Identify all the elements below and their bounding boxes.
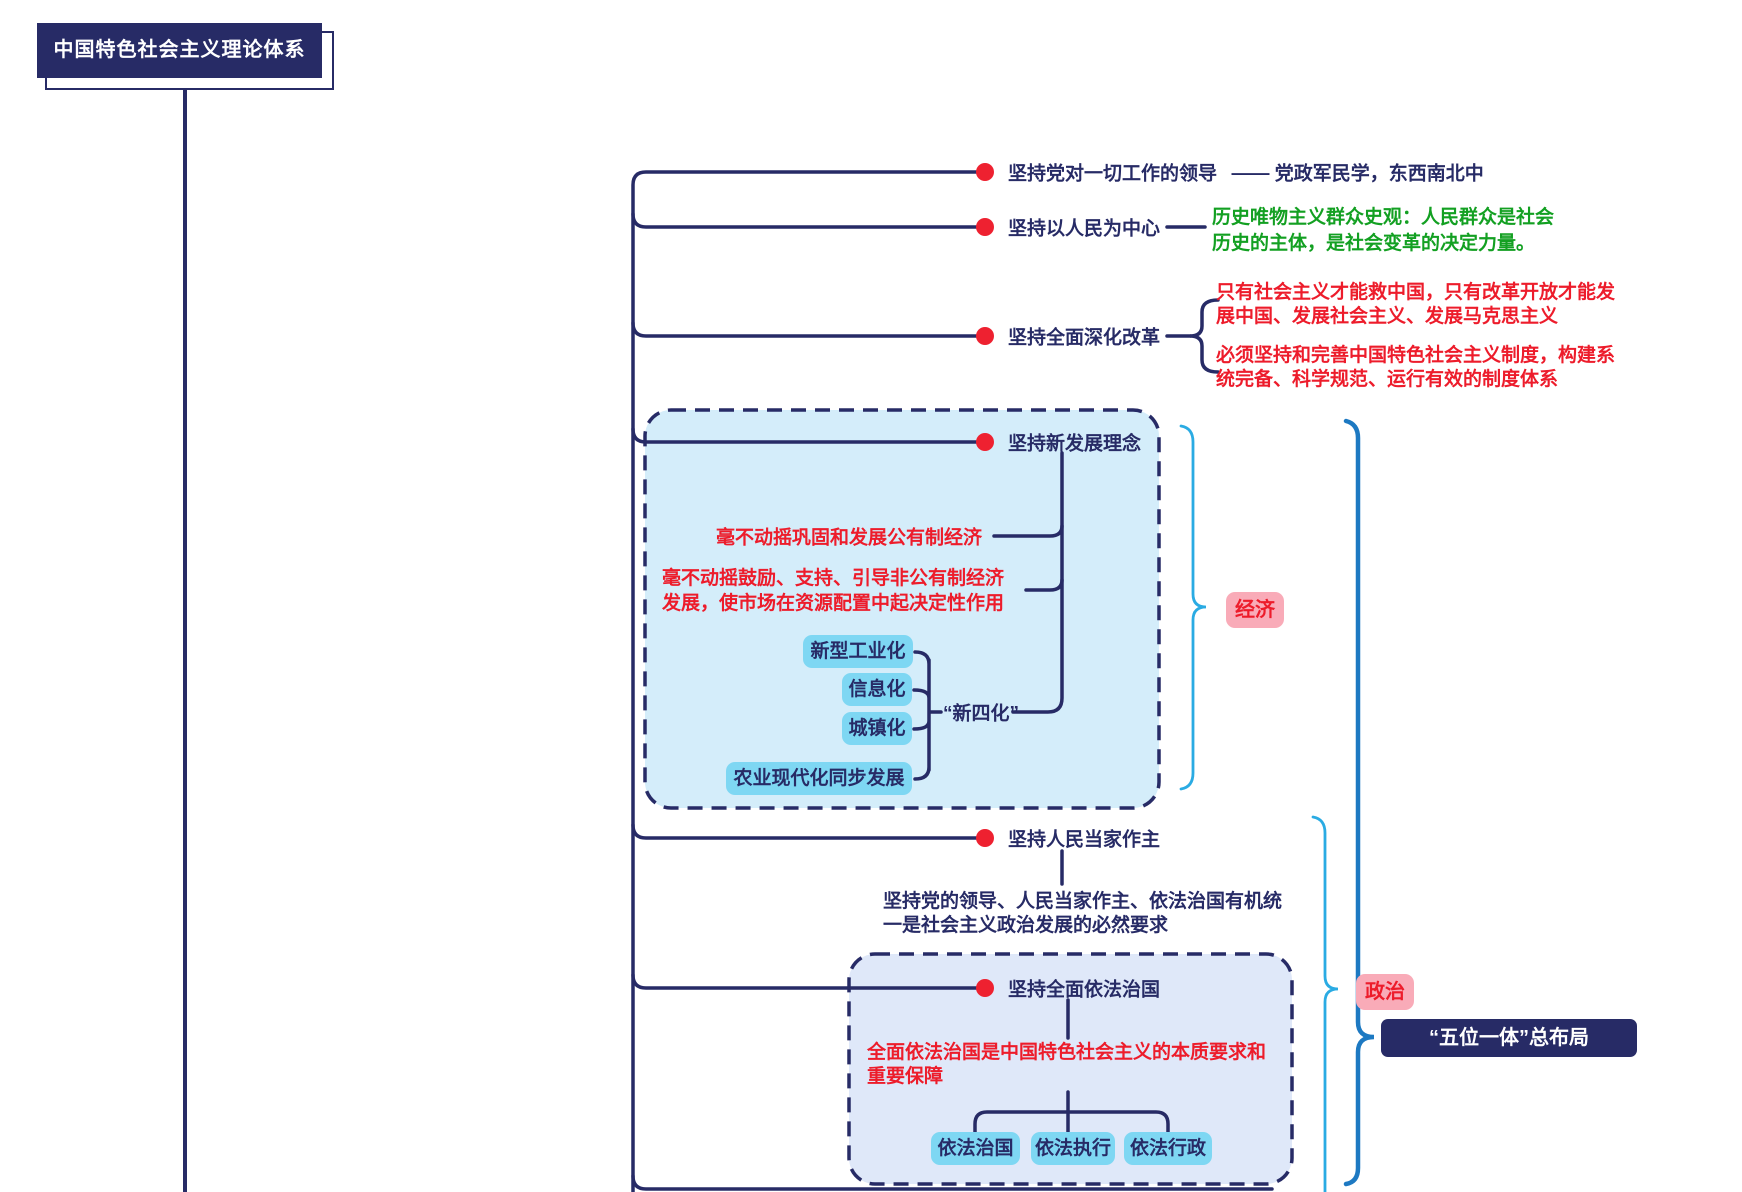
chip-agricultural-modernization[interactable]: 农业现代化同步发展 [726, 762, 912, 795]
politics-brace [1311, 815, 1339, 1192]
branch-people-centered[interactable]: 坚持以人民为中心 [1008, 218, 1161, 240]
overall-layout-brace [1343, 418, 1375, 1187]
chip-law-based-governance[interactable]: 依法治国 [931, 1132, 1020, 1165]
branch-label[interactable]: 坚持党对一切工作的领导 [1008, 163, 1218, 185]
chip-law-based-exercise[interactable]: 依法执行 [1031, 1132, 1115, 1165]
non-public-economy-note[interactable]: 毫不动摇鼓励、支持、引导非公有制经济发展，使市场在资源配置中起决定性作用 [662, 568, 1005, 614]
bullet-icon [976, 218, 994, 236]
chip-law-based-administration[interactable]: 依法行政 [1124, 1132, 1212, 1165]
economy-badge[interactable]: 经济 [1226, 592, 1284, 628]
chip-informatization[interactable]: 信息化 [842, 673, 912, 706]
chip-urbanization[interactable]: 城镇化 [842, 712, 912, 745]
branch-deepen-reform[interactable]: 坚持全面深化改革 [1008, 327, 1161, 349]
bullet-icon [976, 433, 994, 451]
four-modernizations-bracket [912, 650, 943, 781]
bullet-icon [976, 163, 994, 181]
bullet-icon [976, 327, 994, 345]
deepen-reform-note-1[interactable]: 只有社会主义才能救中国，只有改革开放才能发展中国、发展社会主义、发展马克思主义 [1216, 282, 1616, 327]
politics-badge[interactable]: 政治 [1356, 974, 1414, 1010]
root-node[interactable]: 中国特色社会主义理论体系 [37, 23, 322, 78]
five-sphere-layout-node[interactable]: “五位一体”总布局 [1381, 1019, 1637, 1057]
politics-group-box [847, 952, 1294, 1186]
people-centered-note[interactable]: 历史唯物主义群众史观：人民群众是社会历史的主体，是社会变革的决定力量。 [1212, 207, 1555, 254]
economy-brace [1179, 424, 1207, 791]
chip-new-industrialization[interactable]: 新型工业化 [803, 635, 913, 668]
economy-group-box [643, 408, 1161, 810]
rule-of-law-split [973, 1090, 1170, 1134]
branch-people-masters[interactable]: 坚持人民当家作主 [1008, 829, 1161, 851]
branch-connectors [183, 76, 1274, 1192]
four-modernizations-label[interactable]: “新四化” [943, 703, 1020, 725]
people-masters-note[interactable]: 坚持党的领导、人民当家作主、依法治国有机统一是社会主义政治发展的必然要求 [883, 891, 1283, 936]
branch-note: —— 党政军民学，东西南北中 [1231, 163, 1484, 185]
spine-line [631, 170, 978, 1192]
public-ownership-note[interactable]: 毫不动摇巩固和发展公有制经济 [716, 527, 983, 549]
branch-rule-of-law[interactable]: 坚持全面依法治国 [1008, 979, 1161, 1001]
branch-party-leadership[interactable]: 坚持党对一切工作的领导 —— 党政军民学，东西南北中 [1008, 159, 1484, 186]
branch-new-development[interactable]: 坚持新发展理念 [1008, 433, 1142, 455]
bullet-icon [976, 829, 994, 847]
rule-of-law-note[interactable]: 全面依法治国是中国特色社会主义的本质要求和重要保障 [867, 1042, 1267, 1087]
bullet-icon [976, 979, 994, 997]
reform-notes-brace [1189, 298, 1220, 374]
deepen-reform-note-2[interactable]: 必须坚持和完善中国特色社会主义制度，构建系统完备、科学规范、运行有效的制度体系 [1216, 345, 1616, 390]
